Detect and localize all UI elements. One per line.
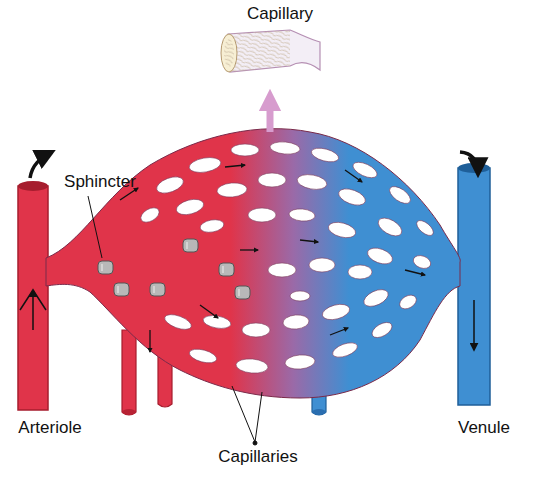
inset-label: Capillary [247,4,313,24]
vessel-label: Arteriole [18,418,81,438]
vessel-label: Venule [458,418,510,438]
part-label: Sphincter [64,172,136,192]
part-label: Capillaries [218,447,297,467]
